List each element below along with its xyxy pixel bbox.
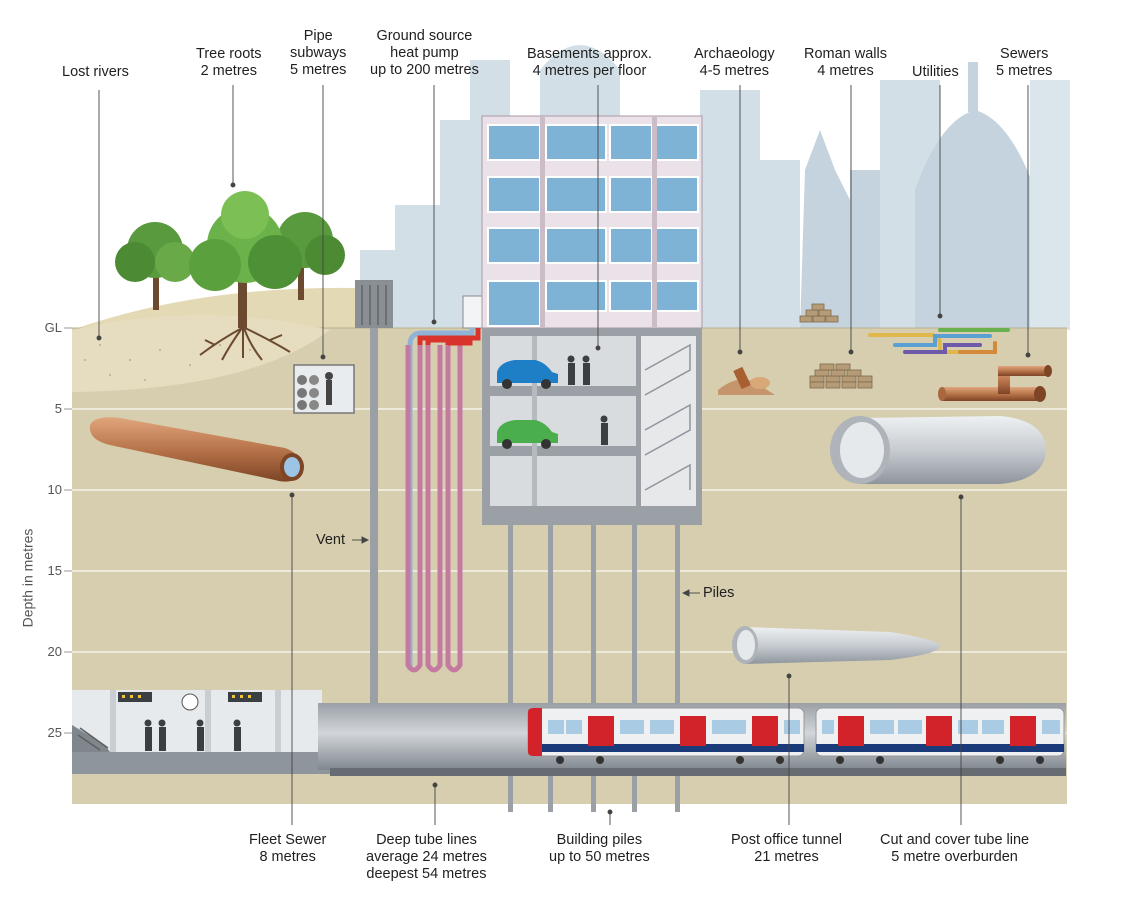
archaeology-finds	[718, 366, 775, 395]
label-ground-source: Ground source heat pump up to 200 metres	[370, 28, 479, 79]
leader-lines	[96, 85, 1031, 825]
fleet-sewer	[89, 417, 304, 482]
label-building-piles: Building piles up to 50 metres	[549, 832, 650, 866]
label-building-piles-line1: Building piles	[556, 832, 643, 848]
office-building	[481, 115, 703, 329]
label-tree-roots: Tree roots 2 metres	[196, 46, 262, 80]
label-post-office-line2: 21 metres	[754, 849, 819, 865]
sewer-pipe	[938, 365, 1052, 402]
label-vent-text: Vent	[316, 532, 346, 548]
label-piles: Piles	[703, 585, 734, 602]
label-cut-cover-line2: 5 metre overburden	[891, 849, 1018, 865]
label-pipe-subways: Pipe subways 5 metres	[290, 28, 346, 79]
basement	[482, 328, 702, 525]
label-basements-line1: Basements approx.	[527, 46, 652, 62]
label-roman-walls: Roman walls 4 metres	[804, 46, 887, 80]
label-pipe-subways-line3: 5 metres	[290, 62, 347, 78]
roman-walls	[799, 303, 873, 389]
label-deep-tube-line3: deepest 54 metres	[366, 866, 487, 882]
label-post-office: Post office tunnel 21 metres	[731, 832, 842, 866]
label-deep-tube: Deep tube lines average 24 metres deepes…	[366, 832, 487, 883]
label-cut-cover: Cut and cover tube line 5 metre overburd…	[880, 832, 1029, 866]
label-archaeology: Archaeology 4-5 metres	[694, 46, 775, 80]
cut-cover-tunnel	[830, 416, 1046, 484]
tube-station	[72, 690, 330, 774]
label-lost-rivers: Lost rivers	[62, 64, 129, 81]
pipe-subway	[293, 364, 355, 414]
depth-tick-gl: GL	[44, 320, 62, 335]
depth-tick-15: 15	[47, 563, 62, 578]
label-archaeology-line1: Archaeology	[694, 46, 775, 62]
depth-tick-5: 5	[54, 401, 62, 416]
label-roman-walls-line2: 4 metres	[817, 63, 874, 79]
building-piles	[508, 512, 680, 812]
label-pipe-subways-line2: subways	[290, 45, 347, 61]
label-archaeology-line2: 4-5 metres	[699, 63, 769, 79]
label-building-piles-line2: up to 50 metres	[549, 849, 650, 865]
vent-shaft	[370, 328, 378, 703]
label-fleet-sewer-line2: 8 metres	[259, 849, 316, 865]
label-fleet-sewer: Fleet Sewer 8 metres	[249, 832, 326, 866]
city-skyline	[360, 45, 1070, 330]
label-sewers-line1: Sewers	[1000, 46, 1049, 62]
label-ground-source-line3: up to 200 metres	[370, 62, 479, 78]
label-fleet-sewer-line1: Fleet Sewer	[249, 832, 327, 848]
heat-pump-loops	[405, 328, 481, 673]
tube-train	[527, 707, 1065, 764]
label-tree-roots-line1: Tree roots	[196, 46, 262, 62]
label-tree-roots-line2: 2 metres	[200, 63, 257, 79]
label-sewers-line2: 5 metres	[996, 63, 1053, 79]
depth-tick-10: 10	[47, 482, 62, 497]
post-office-tunnel	[732, 626, 940, 664]
utility-pipes	[868, 328, 1010, 354]
label-roman-walls-line1: Roman walls	[804, 46, 887, 62]
label-deep-tube-line1: Deep tube lines	[376, 832, 477, 848]
label-utilities: Utilities	[912, 64, 959, 81]
depth-tick-20: 20	[47, 644, 62, 659]
label-pipe-subways-line1: Pipe	[303, 28, 333, 44]
tree-roots	[199, 327, 291, 361]
label-vent: Vent	[316, 532, 345, 549]
label-deep-tube-line2: average 24 metres	[366, 849, 487, 865]
trees	[115, 191, 345, 361]
label-utilities-line1: Utilities	[912, 64, 959, 80]
label-post-office-line1: Post office tunnel	[731, 832, 842, 848]
label-ground-source-line1: Ground source	[376, 28, 473, 44]
label-piles-text: Piles	[703, 585, 735, 601]
label-lost-rivers-line1: Lost rivers	[62, 64, 129, 80]
label-sewers: Sewers 5 metres	[996, 46, 1052, 80]
label-ground-source-line2: heat pump	[390, 45, 459, 61]
depth-tick-25: 25	[47, 725, 62, 740]
depth-axis-title: Depth in metres	[19, 528, 36, 628]
label-basements: Basements approx. 4 metres per floor	[527, 46, 652, 80]
label-basements-line2: 4 metres per floor	[532, 63, 647, 79]
label-cut-cover-line1: Cut and cover tube line	[880, 832, 1030, 848]
